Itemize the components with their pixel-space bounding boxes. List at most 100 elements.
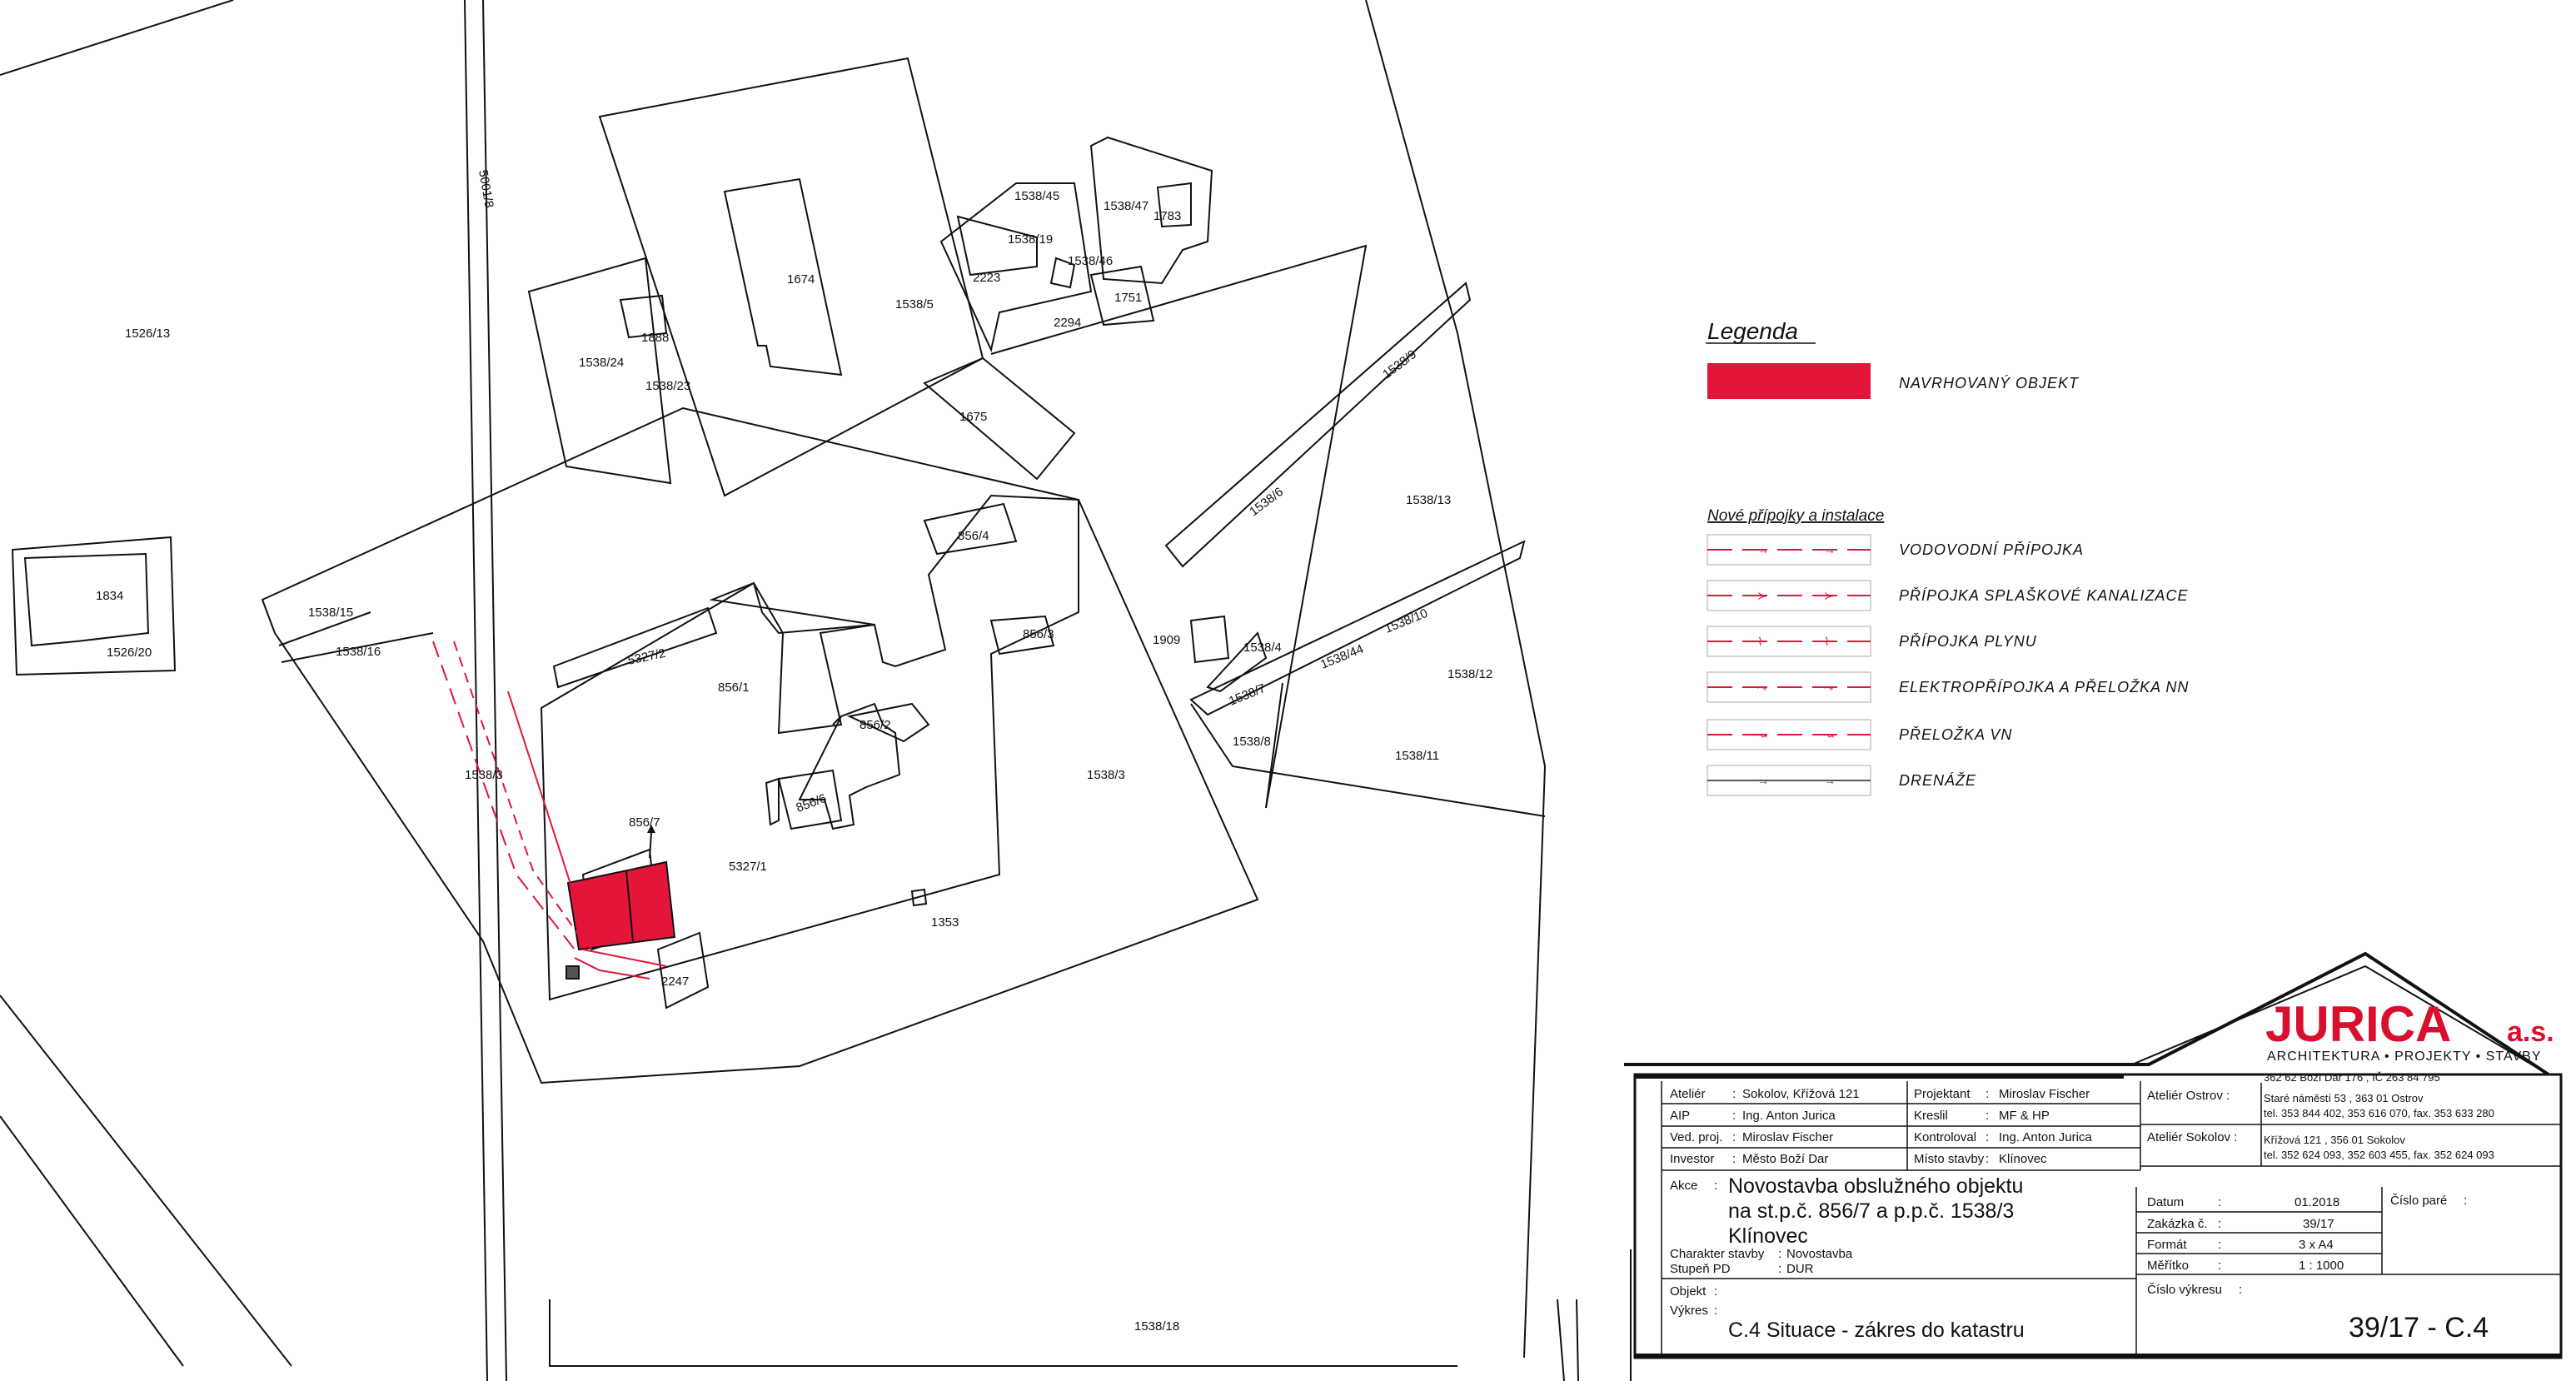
akce-line-3: Klínovec: [1728, 1224, 1808, 1248]
utility-connections: [432, 641, 667, 980]
legend-line-marker-icon: →: [1757, 543, 1769, 556]
info-row-label: Kreslil: [1914, 1109, 1948, 1123]
parcel-number-label: 1783: [1153, 209, 1181, 223]
legend-proposed-swatch: [1707, 363, 1871, 399]
parcel-number-label: 856/4: [958, 529, 989, 543]
parcel-number-label: 1538/18: [1134, 1319, 1179, 1334]
akce-label: Akce: [1670, 1179, 1697, 1193]
parcel-number-label: 1538/23: [645, 379, 690, 393]
datum-value: 01.2018: [2294, 1195, 2339, 1209]
parcel-labels: 1526/135001/816741538/51538/2418881538/2…: [96, 169, 1492, 1334]
info-row-label: Místo stavby: [1914, 1152, 1985, 1166]
legend-item-label: PŘÍPOJKA SPLAŠKOVÉ KANALIZACE: [1899, 586, 2188, 604]
info-row-label: Projektant: [1914, 1087, 1971, 1101]
parcel-number-label: 1538/24: [579, 356, 624, 370]
legend-line-marker-icon: ⌇: [1757, 635, 1763, 648]
parcel-number-label: 1538/4: [1243, 641, 1282, 655]
meritko-value: 1 : 1000: [2299, 1259, 2344, 1273]
legend-proposed-label: NAVRHOVANÝ OBJEKT: [1899, 375, 2080, 391]
info-row-colon: :: [1986, 1087, 1989, 1101]
info-row-label: Kontroloval: [1914, 1130, 1976, 1144]
zakazka-label: Zakázka č.: [2147, 1217, 2208, 1231]
parcel-number-label: 1538/3: [465, 768, 503, 782]
format-value: 3 x A4: [2299, 1238, 2334, 1252]
stupen-value: DUR: [1786, 1262, 1814, 1276]
meritko-label: Měřítko: [2147, 1259, 2189, 1273]
parcel-number-label: 5327/1: [729, 860, 767, 874]
atelier-sokolov-line1: Křížová 121 , 356 01 Sokolov: [2264, 1134, 2405, 1146]
atelier-sokolov-line2: tel. 352 624 093, 352 603 455, fax. 352 …: [2264, 1149, 2494, 1161]
vykres-value: C.4 Situace - zákres do katastru: [1728, 1319, 2025, 1342]
parcel-number-label: 1526/20: [107, 646, 152, 660]
info-row-value: Město Boží Dar: [1742, 1152, 1828, 1166]
parcel-number-label: 1675: [959, 410, 987, 424]
legend-item: ↝↝PŘELOŽKA VN: [1707, 719, 2012, 750]
legend-item-label: DRENÁŽE: [1899, 772, 1976, 789]
parcel-number-label: 856/7: [629, 815, 660, 830]
legend-item: ≻ ≻ PŘÍPOJKA SPLAŠKOVÉ KANALIZACE: [1707, 580, 2188, 611]
legend-line-marker-icon: ≻: [1757, 589, 1767, 602]
parcel-number-label: 5327/2: [626, 646, 666, 668]
legend-item-label: VODOVODNÍ PŘÍPOJKA: [1899, 541, 2084, 558]
info-row-colon: :: [1732, 1109, 1736, 1123]
info-row-colon: :: [1986, 1152, 1989, 1166]
legend-line-marker-icon: ≻: [1824, 589, 1834, 602]
info-row-colon: :: [1986, 1109, 1989, 1123]
parcel-number-label: 1674: [787, 272, 815, 287]
info-row-colon: :: [1986, 1130, 1989, 1144]
info-row-value: Sokolov, Křížová 121: [1742, 1087, 1860, 1101]
legend-item: ⤳ ⤳ ELEKTROPŘÍPOJKA A PŘELOŽKA NN: [1707, 671, 2189, 703]
akce-line-1: Novostavba obslužného objektu: [1728, 1174, 2023, 1198]
cislo-vykresu-colon: :: [2239, 1283, 2242, 1297]
cislo-vykresu-label: Číslo výkresu: [2147, 1283, 2222, 1297]
brand-tagline: ARCHITEKTURA • PROJEKTY • STAVBY: [2267, 1049, 2541, 1064]
info-row-label: Ved. proj.: [1670, 1130, 1722, 1144]
cislo-vykresu-value: 39/17 - C.4: [2349, 1312, 2489, 1344]
format-label: Formát: [2147, 1238, 2187, 1252]
brand-name: JURICA: [2265, 996, 2451, 1052]
zakazka-value: 39/17: [2303, 1217, 2334, 1231]
objekt-colon: :: [1714, 1284, 1717, 1299]
legend-line-marker-icon: ↝: [1757, 728, 1767, 741]
parcel-number-label: 1538/5: [895, 297, 934, 312]
legend-item-label: PŘÍPOJKA PLYNU: [1899, 633, 2037, 650]
legend-item: → → VODOVODNÍ PŘÍPOJKA: [1707, 534, 2084, 566]
info-row-label: Investor: [1670, 1152, 1714, 1166]
parcel-number-label: 1538/47: [1104, 199, 1148, 213]
parcel-number-label: 1353: [931, 915, 959, 930]
vykres-label: Výkres: [1670, 1304, 1708, 1318]
atelier-sokolov-label: Ateliér Sokolov :: [2147, 1130, 2237, 1144]
parcel-number-label: 856/2: [859, 718, 891, 732]
legend-item-label: PŘELOŽKA VN: [1899, 726, 2012, 743]
cislo-pare-colon: :: [2464, 1194, 2467, 1208]
atelier-ostrov-label: Ateliér Ostrov :: [2147, 1089, 2230, 1103]
legend-item: ⌇⌇PŘÍPOJKA PLYNU: [1707, 626, 2037, 657]
legend-subtitle: Nové přípojky a instalace: [1707, 507, 1884, 525]
info-row-value: Ing. Anton Jurica: [1999, 1130, 2092, 1144]
objekt-label: Objekt: [1670, 1284, 1707, 1299]
akce-line-2: na st.p.č. 856/7 a p.p.č. 1538/3: [1728, 1199, 2014, 1223]
datum-colon: :: [2218, 1195, 2221, 1209]
parcel-number-label: 1538/46: [1068, 254, 1113, 268]
parcel-number-label: 856/6: [795, 791, 829, 815]
parcel-number-label: 1538/8: [1233, 735, 1271, 749]
legend-line-marker-icon: ⤳: [1757, 681, 1766, 694]
parcel-number-label: 1538/11: [1395, 749, 1439, 763]
info-row-value: Miroslav Fischer: [1742, 1130, 1833, 1144]
akce-colon: :: [1714, 1179, 1717, 1193]
parcel-number-label: 856/3: [1023, 627, 1054, 641]
vykres-colon: :: [1714, 1304, 1717, 1318]
parcel-number-label: 1538/45: [1014, 189, 1059, 203]
legend-line-marker-icon: →: [1824, 543, 1836, 556]
zakazka-colon: :: [2218, 1217, 2221, 1231]
parcel-number-label: 1538/12: [1447, 667, 1492, 681]
parcel-number-label: 1909: [1153, 633, 1180, 647]
parcel-number-label: 1538/15: [308, 606, 353, 620]
parcel-number-label: 1538/10: [1383, 606, 1430, 636]
legend-line-marker-icon: ⤳: [1824, 681, 1833, 694]
title-block: JURICA a.s. ARCHITEKTURA • PROJEKTY • ST…: [1624, 951, 2563, 1359]
info-row-value: Ing. Anton Jurica: [1742, 1109, 1836, 1123]
legend-item-label: ELEKTROPŘÍPOJKA A PŘELOŽKA NN: [1899, 679, 2189, 695]
